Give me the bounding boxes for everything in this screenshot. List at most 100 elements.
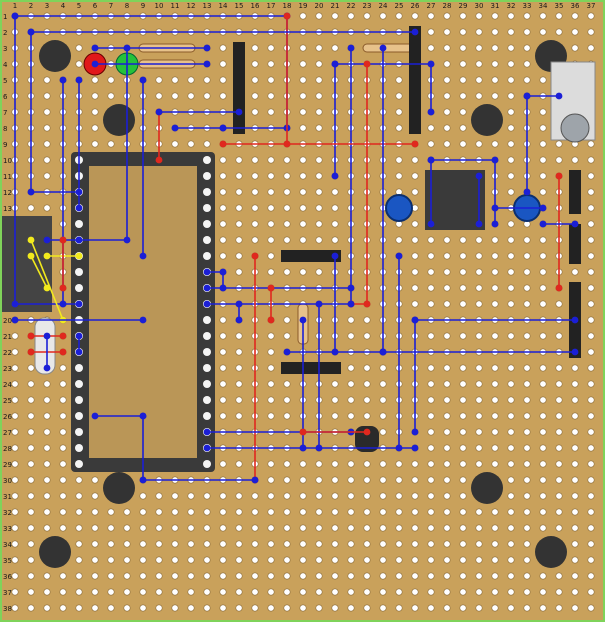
wire-joint	[219, 268, 227, 276]
board-hole	[219, 60, 227, 68]
board-hole	[123, 508, 131, 516]
board-hole	[587, 332, 595, 340]
board-hole	[555, 12, 563, 20]
board-hole	[587, 268, 595, 276]
column-label: 28	[443, 2, 452, 10]
board-hole	[315, 540, 323, 548]
wire-joint	[299, 316, 307, 324]
column-label: 5	[77, 2, 81, 10]
board-hole	[475, 380, 483, 388]
board-hole	[587, 508, 595, 516]
board-hole	[411, 220, 419, 228]
board-hole	[443, 284, 451, 292]
wire-joint	[203, 300, 211, 308]
board-hole	[43, 156, 51, 164]
board-hole	[459, 572, 467, 580]
board-hole	[331, 204, 339, 212]
board-hole	[587, 12, 595, 20]
ic-pin	[203, 188, 211, 196]
board-hole	[587, 556, 595, 564]
board-hole	[379, 540, 387, 548]
wire-joint	[299, 428, 307, 436]
board-hole	[315, 556, 323, 564]
board-hole	[411, 300, 419, 308]
board-hole	[475, 524, 483, 532]
wire-joint	[43, 284, 51, 292]
board-hole	[427, 556, 435, 564]
board-hole	[411, 284, 419, 292]
board-hole	[539, 156, 547, 164]
board-hole	[347, 540, 355, 548]
board-hole	[219, 348, 227, 356]
board-hole	[379, 572, 387, 580]
board-hole	[299, 92, 307, 100]
board-hole	[91, 108, 99, 116]
board-hole	[123, 556, 131, 564]
board-hole	[363, 572, 371, 580]
board-hole	[523, 380, 531, 388]
column-label: 26	[411, 2, 420, 10]
board-hole	[459, 300, 467, 308]
board-hole	[203, 524, 211, 532]
board-hole	[267, 524, 275, 532]
wire-joint	[363, 60, 371, 68]
wire-joint	[171, 124, 179, 132]
board-hole	[459, 92, 467, 100]
wire-joint	[59, 236, 67, 244]
board-hole	[299, 588, 307, 596]
board-hole	[155, 572, 163, 580]
board-hole	[123, 604, 131, 612]
board-hole	[427, 380, 435, 388]
mounting-hole	[535, 536, 567, 568]
wire-joint	[539, 204, 547, 212]
board-hole	[411, 236, 419, 244]
board-hole	[219, 460, 227, 468]
board-hole	[539, 108, 547, 116]
board-hole	[75, 588, 83, 596]
board-hole	[379, 476, 387, 484]
board-hole	[475, 508, 483, 516]
board-hole	[43, 460, 51, 468]
board-hole	[491, 428, 499, 436]
column-label: 7	[109, 2, 113, 10]
board-hole	[363, 540, 371, 548]
wire-joint	[203, 444, 211, 452]
board-hole	[523, 524, 531, 532]
board-hole	[267, 204, 275, 212]
board-hole	[411, 252, 419, 260]
board-hole	[491, 12, 499, 20]
board-hole	[443, 92, 451, 100]
board-hole	[523, 28, 531, 36]
board-hole	[427, 364, 435, 372]
board-hole	[475, 92, 483, 100]
board-hole	[171, 588, 179, 596]
board-hole	[539, 12, 547, 20]
board-hole	[395, 156, 403, 164]
row-label: 25	[3, 397, 12, 405]
board-hole	[411, 476, 419, 484]
board-hole	[235, 380, 243, 388]
board-hole	[539, 476, 547, 484]
board-hole	[587, 156, 595, 164]
board-hole	[475, 44, 483, 52]
row-label: 36	[3, 573, 12, 581]
board-hole	[491, 508, 499, 516]
board-hole	[523, 572, 531, 580]
row-label: 7	[3, 109, 7, 117]
board-hole	[363, 508, 371, 516]
wire-joint	[27, 28, 35, 36]
wire-joint	[379, 44, 387, 52]
board-hole	[475, 556, 483, 564]
board-hole	[459, 252, 467, 260]
board-hole	[235, 188, 243, 196]
board-hole	[27, 460, 35, 468]
board-hole	[267, 604, 275, 612]
board-hole	[459, 460, 467, 468]
board-hole	[27, 476, 35, 484]
board-hole	[427, 428, 435, 436]
board-hole	[507, 28, 515, 36]
board-hole	[395, 76, 403, 84]
board-hole	[523, 12, 531, 20]
wire-joint	[523, 92, 531, 100]
board-hole	[331, 460, 339, 468]
